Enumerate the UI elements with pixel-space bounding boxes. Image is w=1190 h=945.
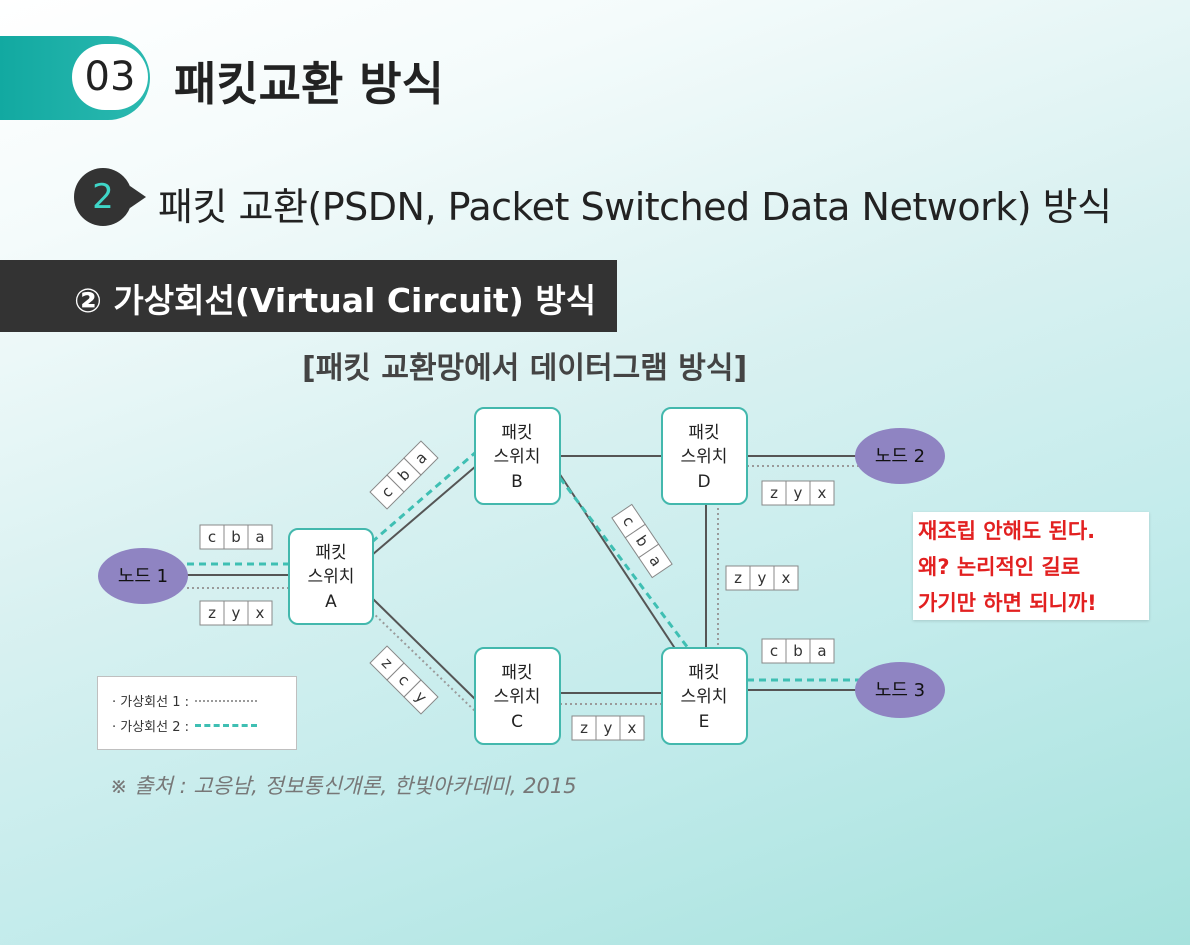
switch-e-line1: 패킷 (688, 663, 719, 683)
switch-d-line2: 스위치 (681, 447, 728, 467)
virtual-circuit-1 (187, 465, 860, 713)
node-3: 노드 3 (855, 662, 945, 718)
svg-text:z: z (208, 604, 216, 622)
legend-row-vc1: · 가상회선 1 : (112, 691, 258, 710)
legend-row-vc2: · 가상회선 2 : (112, 716, 258, 735)
note-line-1: 재조립 안해도 된다. (918, 519, 1096, 543)
switch-b-line1: 패킷 (501, 423, 532, 443)
svg-text:y: y (758, 569, 767, 587)
packet-cba-be: c b a (611, 503, 673, 579)
svg-text:y: y (794, 484, 803, 502)
source-citation: ※ 출처 : 고응남, 정보통신개론, 한빛아카데미, 2015 (110, 774, 577, 798)
svg-text:c: c (770, 642, 778, 660)
packet-zyx-d: z y x (761, 480, 835, 506)
sub-title: 패킷 교환(PSDN, Packet Switched Data Network… (158, 185, 1112, 229)
section-title: 패킷교환 방식 (174, 57, 444, 111)
legend-vc2-label: · 가상회선 2 : (112, 720, 190, 735)
sub-number-badge: 2 (74, 168, 132, 226)
switch-b: 패킷 스위치 B (474, 407, 561, 505)
switch-c-line2: 스위치 (494, 687, 541, 707)
band-title: ② 가상회선(Virtual Circuit) 방식 (74, 281, 597, 320)
switch-a-line2: 스위치 (308, 567, 355, 587)
legend-dashed-line (195, 724, 258, 727)
svg-text:z: z (770, 484, 778, 502)
packet-zyx-ce: z y x (571, 715, 645, 741)
switch-a: 패킷 스위치 A (288, 528, 374, 625)
switch-d-line1: 패킷 (688, 423, 719, 443)
section-number: 03 (72, 44, 148, 110)
virtual-circuit-2 (187, 450, 860, 682)
svg-text:y: y (232, 604, 241, 622)
legend-vc1-label: · 가상회선 1 : (112, 695, 190, 710)
link-a-c (371, 597, 477, 701)
switch-d: 패킷 스위치 D (661, 407, 748, 505)
node-3-label: 노드 3 (875, 680, 925, 701)
svg-text:a: a (255, 528, 264, 546)
node-2: 노드 2 (855, 428, 945, 484)
svg-text:a: a (817, 642, 826, 660)
svg-text:y: y (604, 719, 613, 737)
svg-text:z: z (734, 569, 742, 587)
node-1-label: 노드 1 (118, 566, 168, 587)
node-1: 노드 1 (98, 548, 188, 604)
packet-cba-node1: c b a (199, 524, 273, 550)
packet-cba-ab: c b a (369, 440, 439, 510)
switch-c: 패킷 스위치 C (474, 647, 561, 745)
note-line-2: 왜? 논리적인 길로 (918, 555, 1081, 579)
switch-a-line1: 패킷 (315, 543, 346, 563)
switch-e-label: E (699, 712, 710, 732)
note-line-3: 가기만 하면 되니까! (918, 591, 1097, 615)
switch-a-label: A (325, 592, 337, 612)
figure-title: [패킷 교환망에서 데이터그램 방식] (302, 351, 748, 386)
switch-d-label: D (697, 472, 710, 492)
svg-text:x: x (256, 604, 265, 622)
links (187, 455, 860, 701)
switch-e: 패킷 스위치 E (661, 647, 748, 745)
packet-cba-e: c b a (761, 638, 835, 664)
sub-arrow-icon (130, 186, 146, 208)
packet-zyx-de: z y x (725, 565, 799, 591)
switch-b-label: B (511, 472, 523, 492)
link-a-b (371, 465, 477, 556)
svg-text:x: x (818, 484, 827, 502)
svg-text:b: b (231, 528, 241, 546)
switch-b-line2: 스위치 (494, 447, 541, 467)
switch-c-line1: 패킷 (501, 663, 532, 683)
svg-text:b: b (793, 642, 803, 660)
annotation-note (913, 512, 1149, 620)
node-2-label: 노드 2 (875, 446, 925, 467)
packet-zyx-node1: z y x (199, 600, 273, 626)
svg-text:z: z (580, 719, 588, 737)
svg-text:x: x (628, 719, 637, 737)
svg-text:x: x (782, 569, 791, 587)
legend-dotted-line (195, 699, 258, 702)
title-band (0, 260, 617, 332)
switch-e-line2: 스위치 (681, 687, 728, 707)
packet-zcy-ac: z c y (369, 645, 439, 715)
switch-c-label: C (511, 712, 523, 732)
svg-text:c: c (208, 528, 216, 546)
legend (97, 676, 297, 750)
